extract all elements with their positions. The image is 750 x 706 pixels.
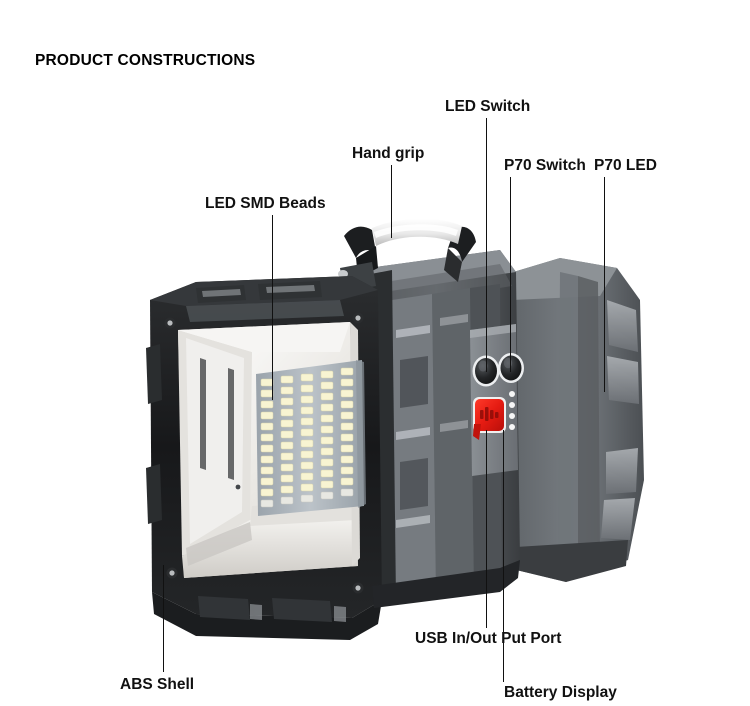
- leader-line-led-switch: [486, 118, 488, 372]
- callout-label-usb-port: USB In/Out Put Port: [415, 630, 562, 647]
- leader-line-usb-port: [486, 430, 488, 628]
- leader-line-hand-grip: [391, 165, 393, 238]
- leader-line-led-smd-beads: [272, 215, 274, 400]
- callout-label-battery-display: Battery Display: [504, 684, 617, 701]
- callout-label-p70-led: P70 LED: [594, 157, 657, 174]
- callout-label-hand-grip: Hand grip: [352, 145, 425, 162]
- leader-line-battery-display: [503, 430, 505, 682]
- callout-label-abs-shell: ABS Shell: [120, 676, 195, 693]
- leader-line-p70-switch: [510, 177, 512, 372]
- leader-line-abs-shell: [163, 565, 165, 672]
- leader-line-p70-led: [604, 177, 606, 392]
- page-title: PRODUCT CONSTRUCTIONS: [35, 52, 256, 69]
- callout-label-led-smd-beads: LED SMD Beads: [205, 195, 326, 212]
- callout-label-p70-switch: P70 Switch: [504, 157, 586, 174]
- callout-label-led-switch: LED Switch: [445, 98, 531, 115]
